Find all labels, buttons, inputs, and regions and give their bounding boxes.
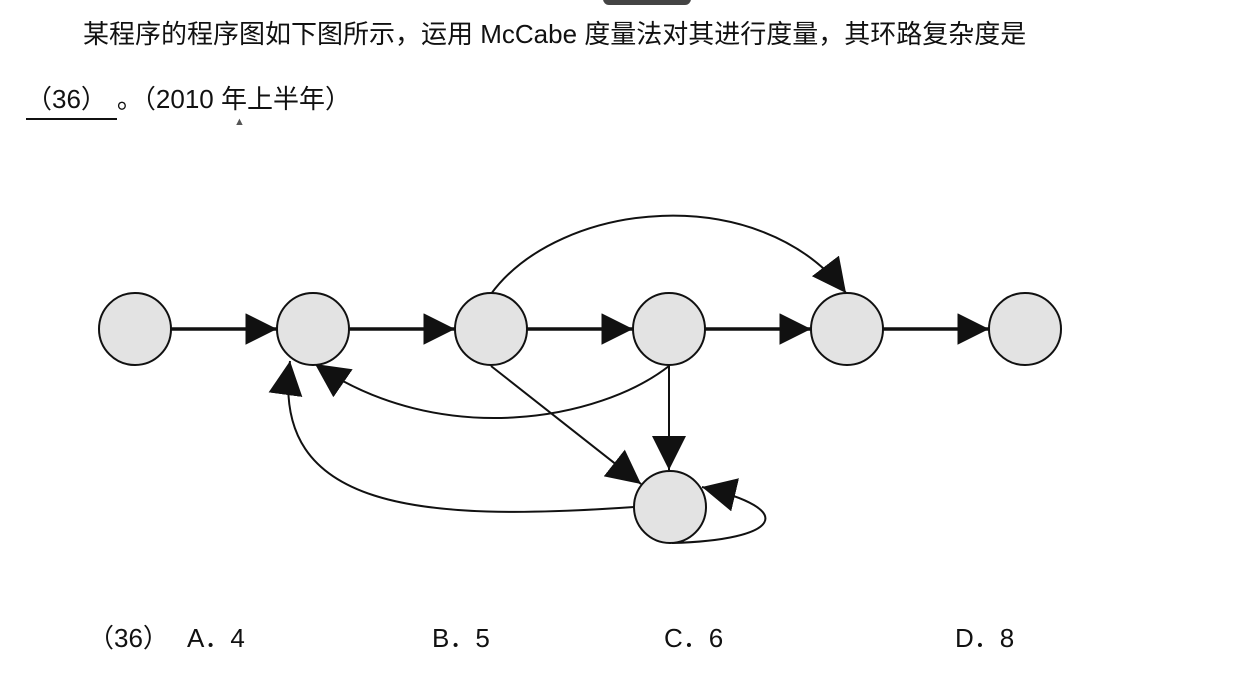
edge-7-2 [268,360,635,513]
edge-4-2 [314,363,670,419]
mouse-cursor-icon: ▲ [234,116,245,128]
node-1 [98,292,172,366]
node-7 [633,470,707,544]
node-6 [988,292,1062,366]
option-b: B．5 [432,623,490,653]
option-a: A．4 [187,623,245,653]
option-c: C．6 [664,623,724,653]
edge-3-5 [490,214,847,295]
question-text: 某程序的程序图如下图所示，运用 McCabe 度量法对其进行度量，其环路复杂度是 [83,19,1027,49]
option-number: （36） [88,623,169,653]
answer-blank: （36） [26,79,117,120]
node-5 [810,292,884,366]
window-tab-handle[interactable] [603,0,691,5]
node-3 [454,292,528,366]
option-d: D．8 [955,623,1015,653]
question-source: 。（2010 年上半年） [116,84,351,114]
edge-3-7 [490,365,642,485]
node-4 [632,292,706,366]
node-2 [276,292,350,366]
edge-7-7-loop [671,478,767,544]
question-text-line2: （36）。（2010 年上半年） [26,79,351,120]
